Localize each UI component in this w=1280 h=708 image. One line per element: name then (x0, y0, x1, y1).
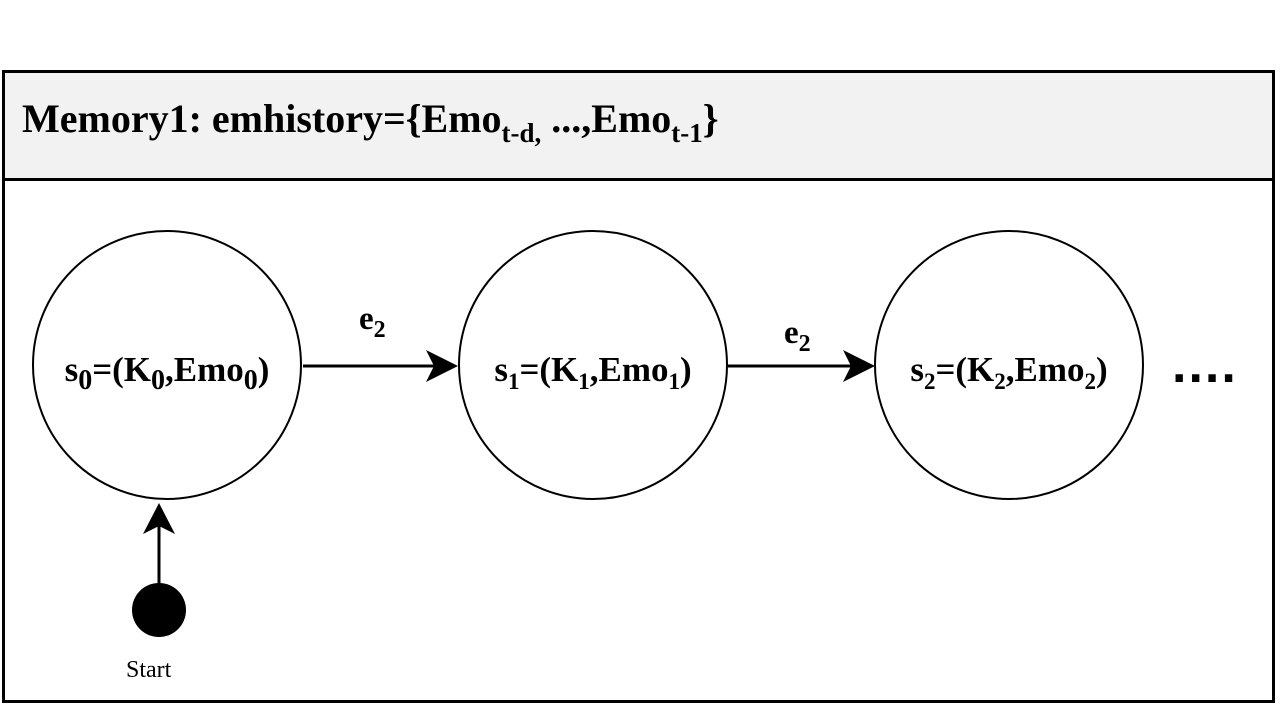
state-s0-label: s0=(K0,Emo0) (64, 350, 270, 396)
continuation-ellipsis: .... (1172, 336, 1238, 394)
memory-title: Memory1: emhistory={Emot-d, ...,Emot-1} (22, 96, 719, 148)
arrow-s0-to-s1 (303, 350, 458, 382)
arrow-s1-to-s2 (728, 350, 875, 382)
state-s1-label: s1=(K1,Emo1) (494, 350, 692, 394)
start-label: Start (126, 657, 172, 683)
edge-label-s1-s2: e2 (784, 315, 811, 357)
state-s2: s2=(K2,Emo2) (874, 230, 1144, 500)
memory-header: Memory1: emhistory={Emot-d, ...,Emot-1} (5, 73, 1272, 181)
state-s0: s0=(K0,Emo0) (32, 230, 302, 500)
state-s1: s1=(K1,Emo1) (458, 230, 728, 500)
start-node (132, 583, 186, 637)
edge-label-s0-s1: e2 (359, 301, 386, 343)
state-s2-label: s2=(K2,Emo2) (910, 350, 1108, 394)
arrow-start-to-s0 (143, 503, 175, 583)
